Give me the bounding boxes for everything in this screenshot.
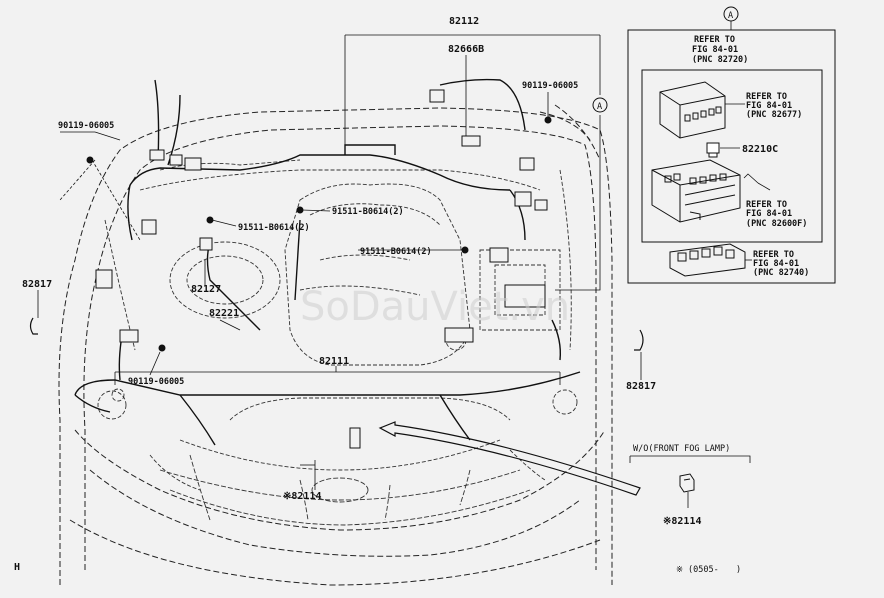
part-82114-main-label: ※82114 [283, 491, 321, 502]
part-82127-label: 82127 [191, 284, 221, 295]
bolt-90119-top-right-label: 90119-06005 [522, 81, 578, 91]
junction-block-icon [659, 81, 726, 139]
pointer-arrow [378, 421, 641, 496]
refer4-line2: FIG 84-01 [753, 259, 799, 269]
watermark: SoDauViet.vn [300, 284, 570, 330]
vehicle-body-outline [58, 104, 613, 586]
footnote-mark: ※ [676, 565, 683, 575]
footnote-close: ) [736, 565, 741, 575]
callout-a-top: A [592, 97, 608, 113]
bolt-90119-top-left-label: 90119-06005 [58, 121, 114, 131]
bolt-91511-b-label: 91511-B0614(2) [332, 207, 404, 217]
callout-a-inset: A [723, 6, 739, 22]
refer2-line3: (PNC 82677) [746, 110, 802, 120]
refer1-line3: (PNC 82720) [692, 55, 748, 65]
front-grille [159, 454, 531, 526]
part-82210c-label: 82210C [742, 144, 778, 155]
fuse-box-icon [651, 159, 741, 223]
refer1-line2: FIG 84-01 [692, 45, 738, 55]
refer2-line1: REFER TO [746, 92, 787, 102]
refer3-line3: (PNC 82600F) [746, 219, 807, 229]
refer4-line1: REFER TO [753, 250, 794, 260]
refer3-line2: FIG 84-01 [746, 209, 792, 219]
relay-box-inset: REFER TO FIG 84-01 (PNC 82720) REFER TO … [627, 21, 836, 284]
bolt-90119-mid-label: 90119-06005 [128, 377, 184, 387]
refer4-line3: (PNC 82740) [753, 268, 809, 278]
refer2-line2: FIG 84-01 [746, 101, 792, 111]
engine-outline [97, 159, 578, 491]
relay-icon [706, 142, 720, 158]
relay-block-icon [669, 243, 746, 277]
part-82111-label: 82111 [319, 356, 349, 367]
bolt-91511-a-label: 91511-B0614(2) [238, 223, 310, 233]
corner-h-label: H [14, 562, 20, 573]
refer1-line1: REFER TO [694, 35, 735, 45]
bolt-91511-c-label: 91511-B0614(2) [360, 247, 432, 257]
part-82221-label: 82221 [209, 308, 239, 319]
side-clips [29, 317, 644, 351]
fog-lamp-inset: W/O(FRONT FOG LAMP) ※82114 [629, 444, 751, 527]
part-82112-label: 82112 [449, 16, 479, 27]
connectors [95, 89, 548, 449]
callout-a-top-label: A [597, 102, 602, 112]
bolts [86, 116, 552, 352]
wire-harness [74, 78, 581, 446]
part-82817-left-label: 82817 [22, 279, 52, 290]
plug-icon [679, 473, 695, 493]
fog-inset-title: W/O(FRONT FOG LAMP) [633, 444, 730, 454]
part-82114-inset-label: ※82114 [663, 516, 701, 527]
refer3-line1: REFER TO [746, 200, 787, 210]
part-82817-right-label: 82817 [626, 381, 656, 392]
leader-lines [37, 34, 642, 490]
callout-a-inset-label: A [728, 11, 733, 21]
part-82666b-label: 82666B [448, 44, 484, 55]
footnote-range: (0505- [688, 565, 719, 575]
